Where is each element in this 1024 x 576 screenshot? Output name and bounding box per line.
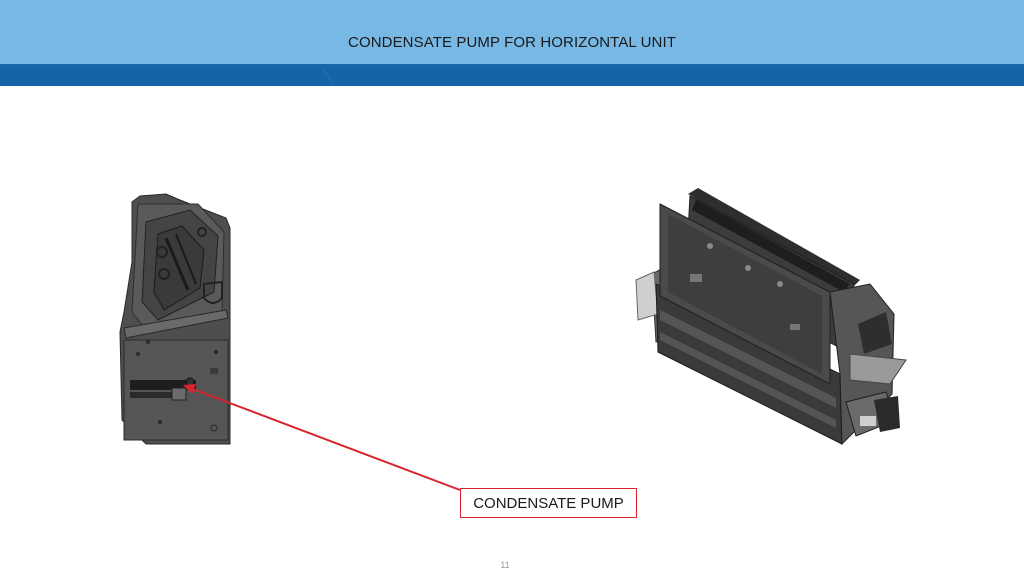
- page-number: 11: [500, 560, 510, 570]
- page-title: CONDENSATE PUMP FOR HORIZONTAL UNIT: [0, 0, 1024, 84]
- page-title-text: CONDENSATE PUMP FOR HORIZONTAL UNIT: [348, 33, 676, 51]
- unit-side-view: [119, 193, 231, 445]
- header-band: [0, 0, 1024, 64]
- header-stripe: [0, 64, 1024, 86]
- callout-label: CONDENSATE PUMP: [473, 494, 624, 512]
- unit-isometric-view: [635, 188, 907, 446]
- callout-box: CONDENSATE PUMP: [460, 488, 637, 518]
